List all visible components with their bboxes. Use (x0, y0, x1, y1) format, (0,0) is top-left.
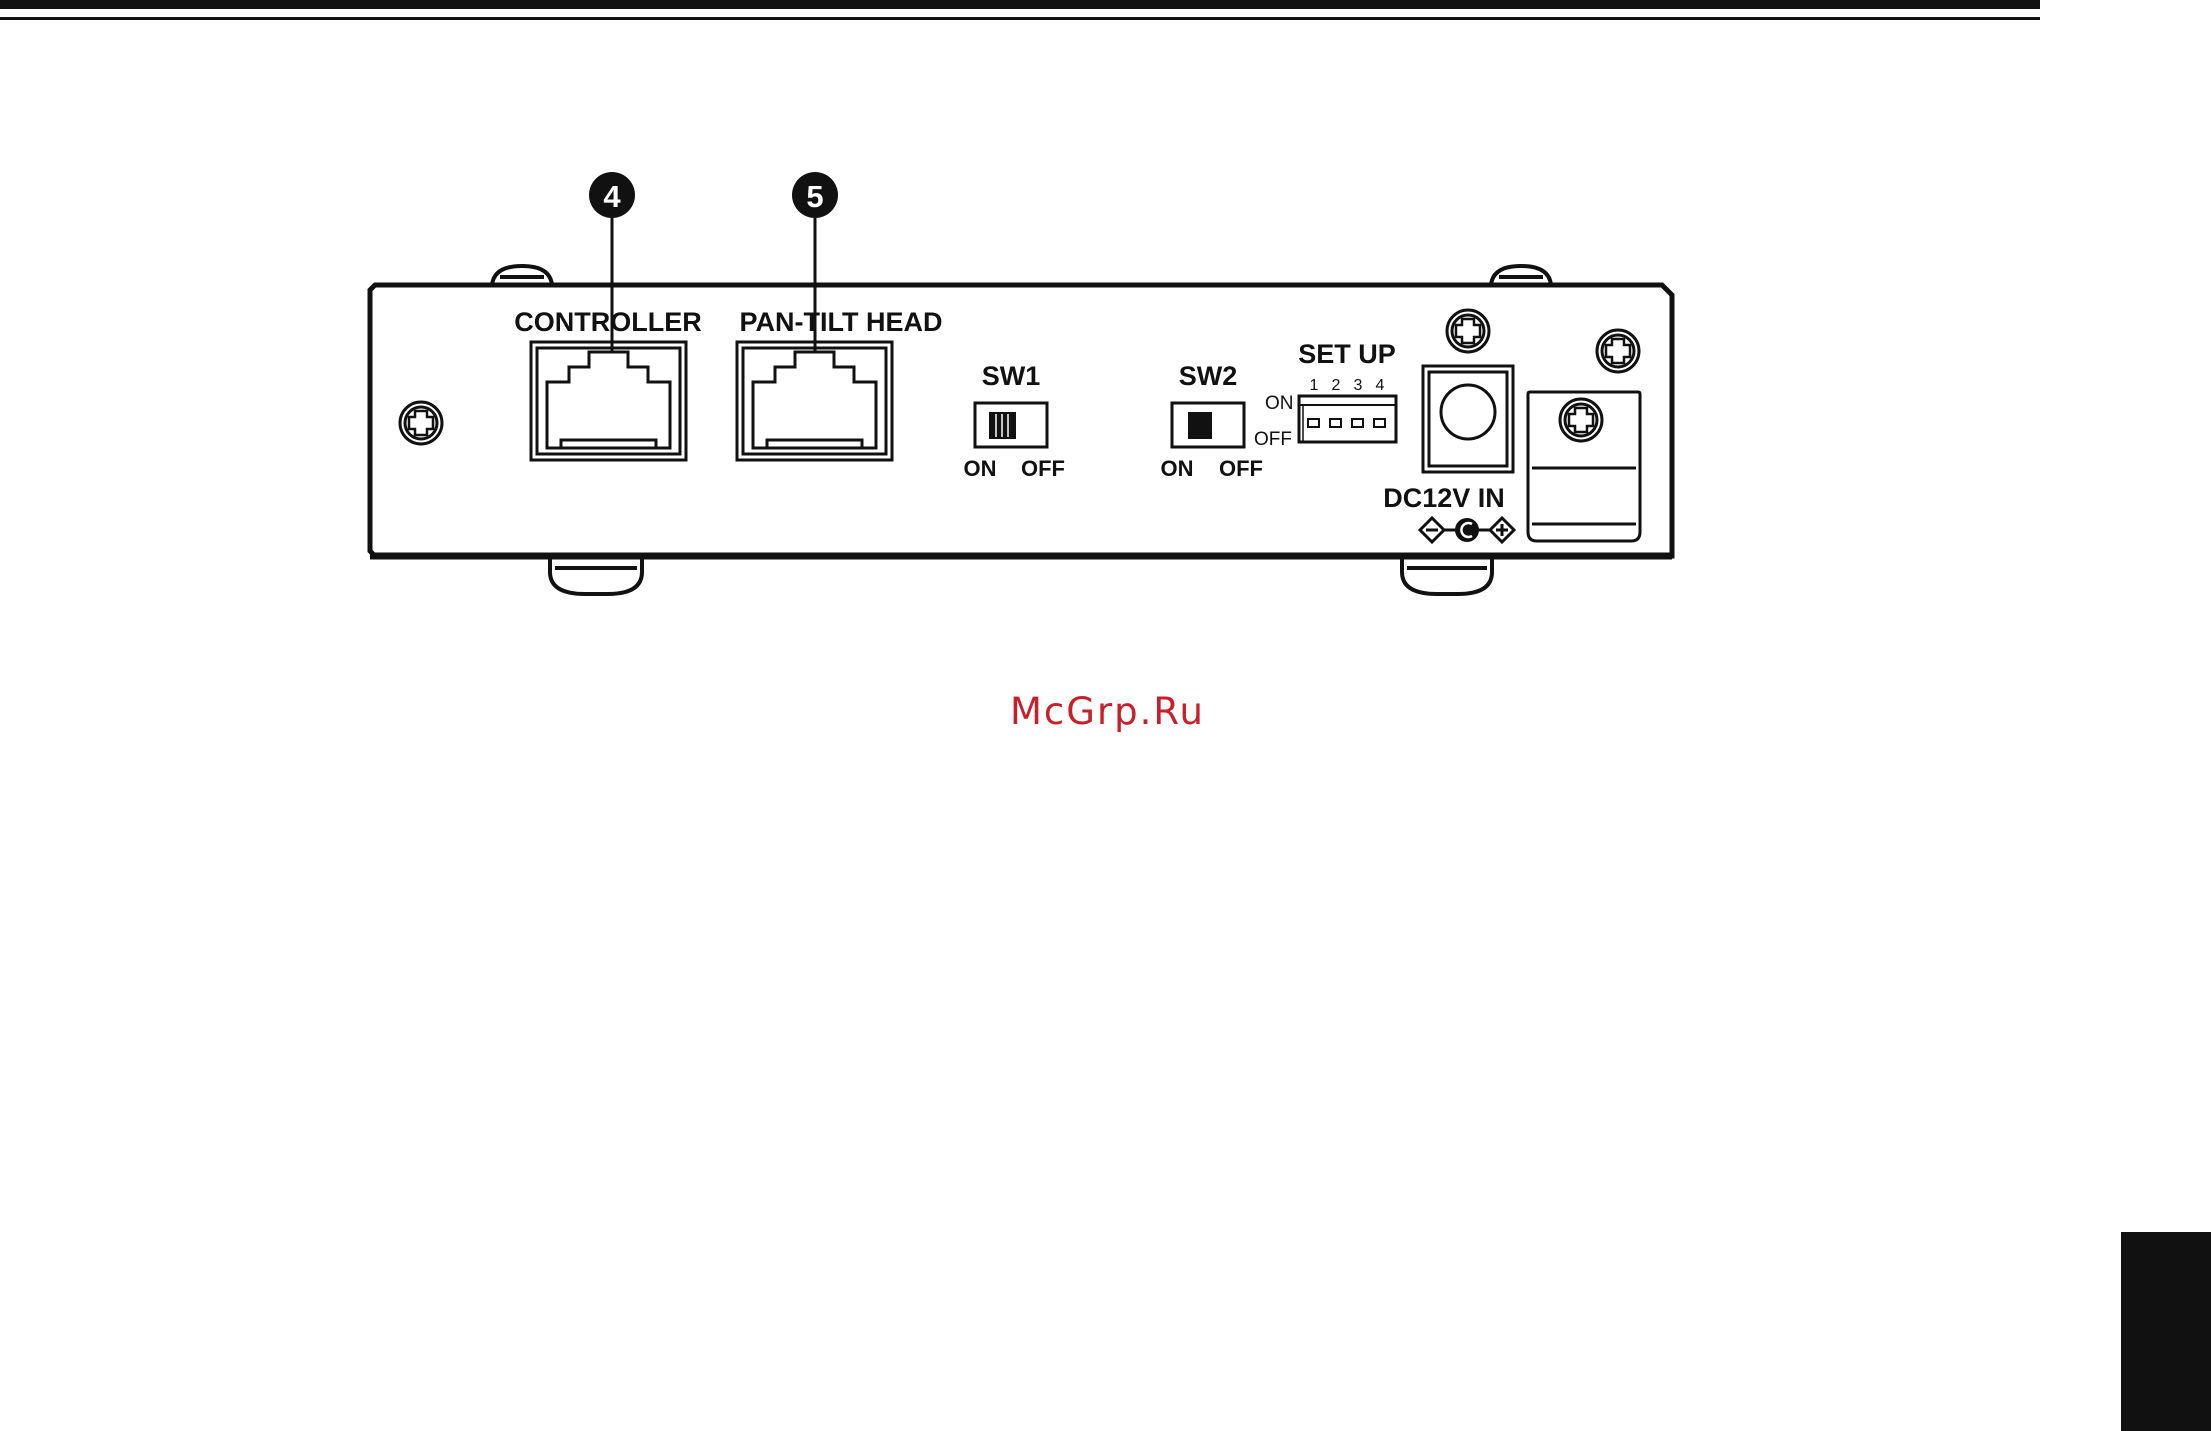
sw2-slide-switch[interactable] (1172, 403, 1244, 447)
top-tab-right (1491, 266, 1551, 285)
setup-label: SET UP (1298, 339, 1396, 369)
header-rule-thin (0, 17, 2040, 20)
callout-5-number: 5 (806, 179, 823, 214)
header-rule-thick (0, 0, 2040, 9)
setup-position-1: 1 (1310, 377, 1319, 394)
sw1-off-label: OFF (1021, 456, 1065, 481)
screw-icon (400, 402, 442, 444)
callout-4: 4 (589, 172, 635, 218)
sw2-label: SW2 (1179, 361, 1238, 391)
dip-lever-4[interactable] (1374, 419, 1385, 427)
foot-left (550, 558, 642, 594)
dip-lever-3[interactable] (1352, 419, 1363, 427)
sw2-on-label: ON (1161, 456, 1194, 481)
setup-position-4: 4 (1376, 377, 1385, 394)
sw1-slide-switch[interactable] (975, 403, 1047, 447)
dip-lever-1[interactable] (1308, 419, 1319, 427)
polarity-icon (1420, 518, 1514, 542)
foot-right (1402, 558, 1492, 594)
screw-icon (1447, 310, 1489, 352)
side-tab-marker (2121, 1232, 2211, 1431)
setup-off-label: OFF (1254, 429, 1292, 450)
callout-4-number: 4 (603, 179, 621, 214)
setup-dip-switch[interactable] (1299, 396, 1396, 442)
screw-icon (1597, 330, 1639, 372)
setup-position-3: 3 (1354, 377, 1363, 394)
dip-lever-2[interactable] (1330, 419, 1341, 427)
pan-tilt-head-port-label: PAN-TILT HEAD (740, 307, 943, 337)
sw2-off-label: OFF (1219, 456, 1263, 481)
setup-on-label: ON (1265, 393, 1294, 414)
dc12v-in-label: DC12V IN (1383, 483, 1505, 513)
callout-5: 5 (792, 172, 838, 218)
sw1-on-label: ON (964, 456, 997, 481)
sw1-label: SW1 (982, 361, 1041, 391)
top-tab-left (492, 266, 552, 285)
setup-position-2: 2 (1332, 377, 1341, 394)
controller-port-label: CONTROLLER (514, 307, 701, 337)
watermark-text: McGrp.Ru (1010, 690, 1205, 733)
